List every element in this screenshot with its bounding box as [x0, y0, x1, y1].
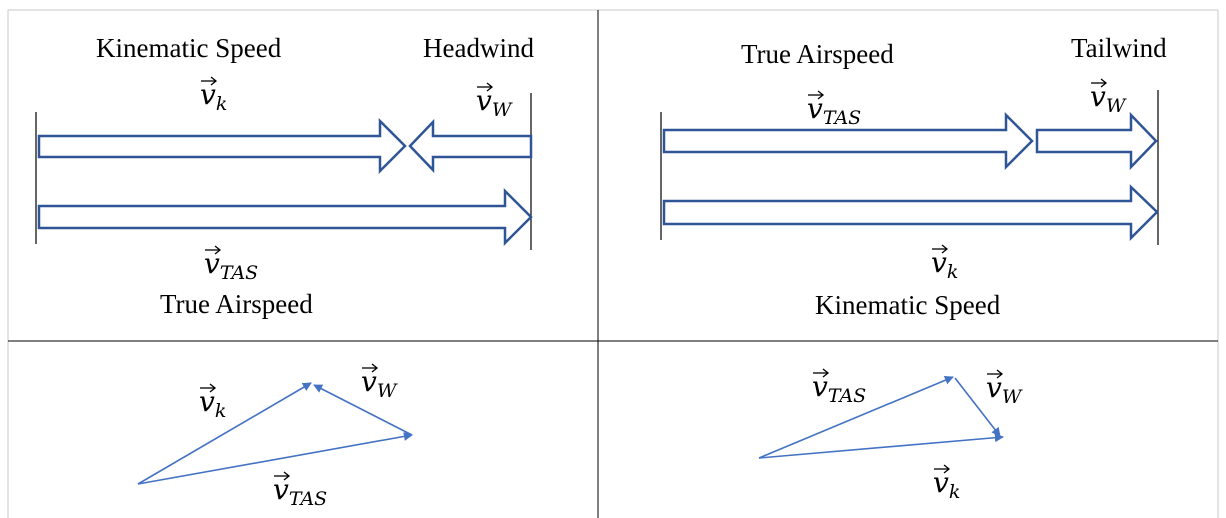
- label-headwind: Headwind: [423, 33, 534, 63]
- triangle-headwind-quadrant: vk vW vTAS: [137, 363, 413, 510]
- svg-text:vk: vk: [200, 78, 227, 115]
- triangle-vec-k: [137, 382, 312, 485]
- tailwind-arrow: [1035, 111, 1158, 171]
- tri-vec-w-label-tail: vW: [986, 369, 1023, 408]
- tri-vec-k-label: vk: [199, 383, 226, 422]
- tri-vec-tas-label-tail: vTAS: [812, 368, 866, 407]
- triangle-vec-k-tail: [758, 433, 1004, 459]
- kinematic-speed-arrow: [37, 117, 407, 175]
- true-airspeed-arrow-tail: [662, 111, 1034, 171]
- svg-text:vW: vW: [476, 84, 513, 121]
- svg-text:vk: vk: [933, 466, 960, 503]
- vec-w-label-tail: vW: [1090, 78, 1127, 117]
- headwind-arrow: [408, 118, 533, 174]
- label-tailwind: Tailwind: [1071, 33, 1167, 63]
- triangle-tailwind-quadrant: vTAS vW vk: [758, 368, 1023, 503]
- vec-tas-label: vTAS: [204, 245, 258, 284]
- table-grid: [7, 9, 1219, 518]
- vec-k-label-tail: vk: [931, 244, 958, 283]
- svg-text:vW: vW: [986, 371, 1023, 408]
- triangle-vec-tas: [137, 431, 413, 485]
- svg-text:vTAS: vTAS: [273, 473, 327, 510]
- tailwind-quadrant: True Airspeed Tailwind vTAS vW vk Kinema…: [660, 33, 1167, 320]
- vec-tas-label-tail: vTAS: [807, 90, 861, 129]
- tri-vec-k-label-tail: vk: [933, 464, 960, 503]
- label-kinematic-speed: Kinematic Speed: [96, 33, 282, 63]
- true-airspeed-arrow: [37, 187, 533, 247]
- headwind-quadrant: Kinematic Speed Headwind vk vW vTAS True…: [35, 33, 534, 319]
- svg-text:vTAS: vTAS: [807, 92, 861, 129]
- kinematic-speed-arrow-tail: [662, 184, 1159, 242]
- label-true-airspeed-tail: True Airspeed: [741, 39, 894, 69]
- svg-text:vW: vW: [361, 365, 398, 402]
- svg-text:vW: vW: [1090, 80, 1127, 117]
- svg-text:vTAS: vTAS: [812, 370, 866, 407]
- triangle-vec-w: [313, 384, 413, 436]
- svg-text:vk: vk: [931, 246, 958, 283]
- svg-text:vk: vk: [199, 385, 226, 422]
- triangle-vec-w-tail: [954, 377, 1001, 437]
- svg-text:vTAS: vTAS: [204, 247, 258, 284]
- vec-k-label: vk: [200, 76, 227, 115]
- triangle-vec-tas-tail: [758, 375, 954, 459]
- label-kinematic-speed-tail: Kinematic Speed: [815, 290, 1001, 320]
- vec-w-label: vW: [476, 82, 513, 121]
- label-true-airspeed: True Airspeed: [160, 289, 313, 319]
- tri-vec-w-label: vW: [361, 363, 398, 402]
- tri-vec-tas-label: vTAS: [273, 471, 327, 510]
